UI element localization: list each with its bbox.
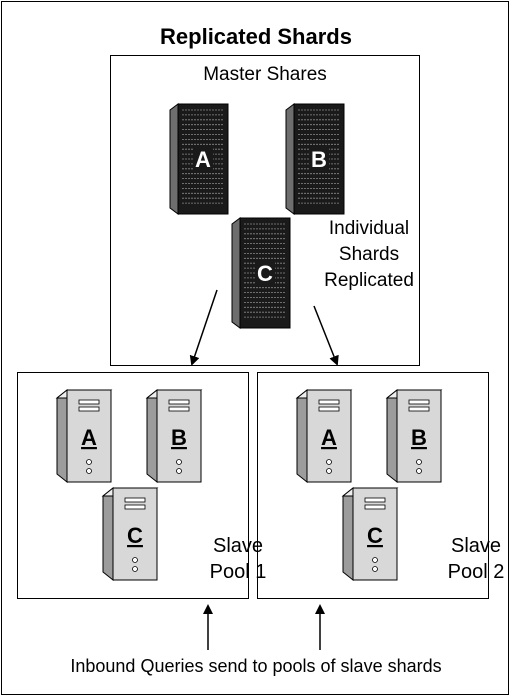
pool-2-server-b-tower-server-icon: B (385, 388, 443, 484)
master-server-c-rack-server-icon: C (231, 217, 291, 329)
pool-2-server-a-tower-server-icon: A (295, 388, 353, 484)
replication-arrow-to-pool-1 (189, 289, 218, 366)
pool-1-server-a-tower-server-icon: A (55, 388, 113, 484)
master-server-a-letter: A (195, 147, 211, 172)
master-server-c-letter: C (257, 261, 273, 286)
pool-1-server-b-letter: B (171, 425, 187, 450)
pool-2-server-a-letter: A (321, 425, 337, 450)
master-shares-label: Master Shares (203, 64, 327, 85)
master-server-a-rack-server-icon: A (169, 103, 229, 215)
pool-2-server-c-letter: C (367, 523, 383, 548)
pool-1-server-a-letter: A (81, 425, 97, 450)
pool-2-server-b-letter: B (411, 425, 427, 450)
slave-pool-2-label: Slave Pool 2 (447, 535, 505, 583)
pool-1-server-c-tower-server-icon: C (101, 486, 159, 582)
pool-2-server-c-tower-server-icon: C (341, 486, 399, 582)
replication-arrow-to-pool-2 (313, 305, 339, 366)
master-server-b-rack-server-icon: B (285, 103, 345, 215)
pool-1-server-b-tower-server-icon: B (145, 388, 203, 484)
diagram-title: Replicated Shards (160, 24, 352, 49)
pool-1-server-c-letter: C (127, 523, 143, 548)
inbound-queries-caption: Inbound Queries send to pools of slave s… (70, 656, 442, 676)
replication-note: Individual Shards Replicated (324, 218, 414, 291)
slave-pool-1-label: Slave Pool 1 (209, 535, 267, 583)
master-server-b-letter: B (311, 147, 327, 172)
